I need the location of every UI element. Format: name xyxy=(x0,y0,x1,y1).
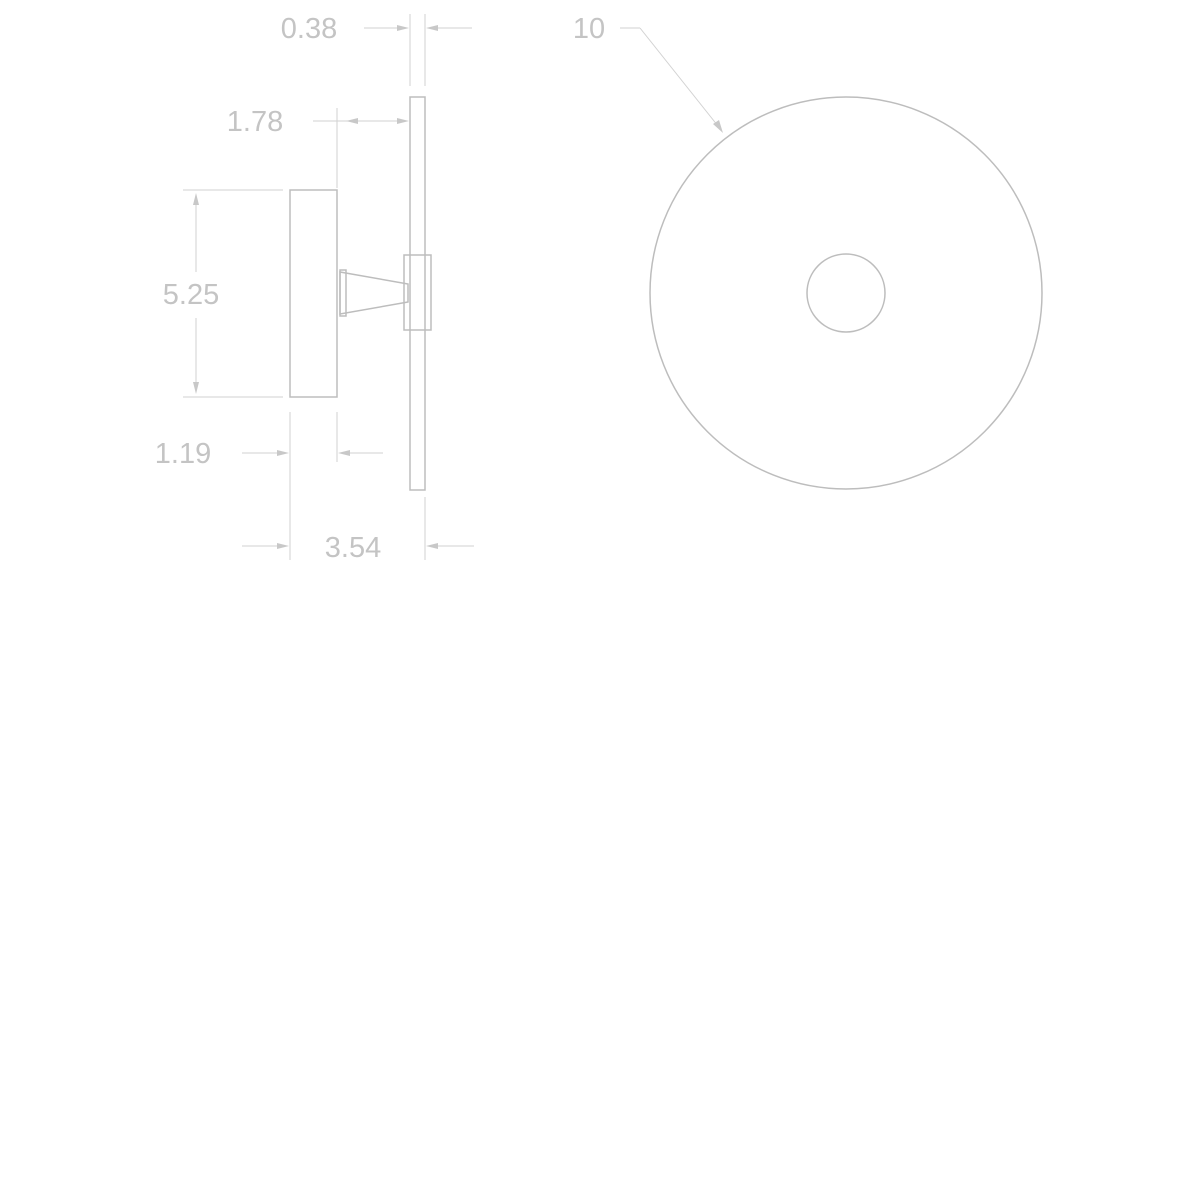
front-view xyxy=(649,96,1043,490)
stem-base xyxy=(339,269,347,317)
center-hole-circle xyxy=(806,253,886,333)
dimension-label-10: 10 xyxy=(573,13,605,45)
backing-plate xyxy=(409,96,426,491)
plate-outer-circle xyxy=(649,96,1043,490)
plate-hub xyxy=(403,254,432,331)
dimension-magnet-height: 5.25 xyxy=(163,189,283,398)
stem-cone xyxy=(339,271,409,315)
magnet-block xyxy=(289,189,338,398)
dimension-magnet-thickness: 1.19 xyxy=(155,412,383,560)
dimension-label-0-38: 0.38 xyxy=(281,13,337,45)
dimension-overall-depth: 3.54 xyxy=(242,497,474,564)
dimension-stem-offset: 1.78 xyxy=(227,106,409,188)
dimension-plate-thickness: 0.38 xyxy=(281,13,472,86)
dimension-label-3-54: 3.54 xyxy=(325,532,381,564)
dimension-label-5-25: 5.25 xyxy=(163,279,219,311)
dimension-label-1-19: 1.19 xyxy=(155,438,211,470)
dimension-label-1-78: 1.78 xyxy=(227,106,283,138)
side-view xyxy=(289,96,432,491)
dimension-plate-diameter: 10 xyxy=(573,13,723,133)
